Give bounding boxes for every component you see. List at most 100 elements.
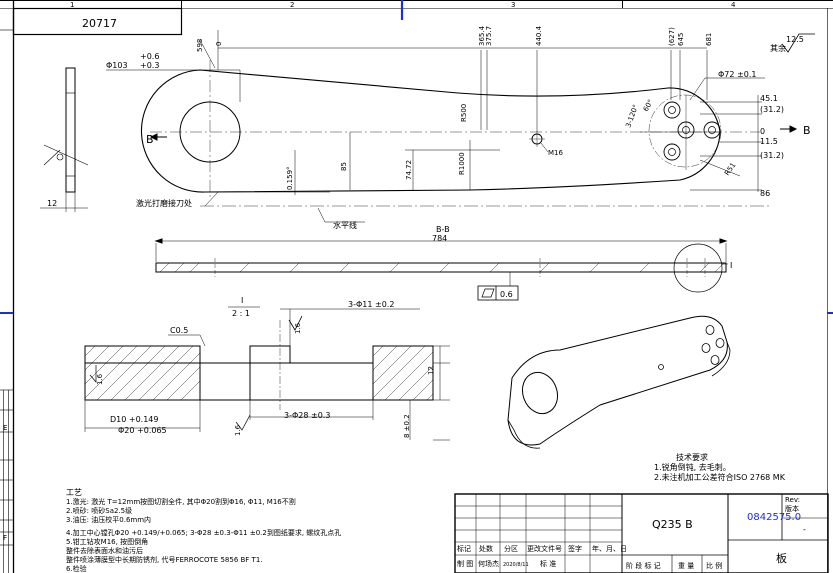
isometric-bore [521, 371, 559, 415]
stage-mark: 阶 段 标 记 [626, 561, 661, 570]
dim-159: 0.159° [286, 166, 294, 190]
detail-circle [673, 243, 723, 293]
tech-requirements: 技术要求 1.锐角倒钝, 去毛刺。 2.未注机加工公差符合ISO 2768 MK [654, 452, 786, 482]
process-step-6: 整件去除表面水和油污后 [66, 546, 143, 555]
header-zone: 分区 [504, 544, 518, 553]
hole-a [663, 101, 681, 119]
section-marker-right: B [803, 124, 811, 137]
row-date: 2020/8/11 [503, 562, 529, 568]
zone-number-3: 3 [511, 1, 515, 9]
left-revision-strip [0, 389, 13, 573]
detail-roughness-left: 1.6 [96, 373, 104, 385]
hole-d [663, 143, 681, 161]
isometric-body [507, 315, 728, 446]
detail-depth-8: 8 ±0.2 [403, 414, 411, 438]
dim-312b: (31.2) [760, 151, 784, 160]
note-laser: 激光打磨接刀处 [136, 198, 192, 208]
roughness-other-label: 其余 [770, 43, 786, 53]
tech-requirement-2: 2.未注机加工公差符合ISO 2768 MK [654, 472, 786, 482]
dim-681: 681 [705, 33, 713, 46]
side-view-thickness: 12 [47, 199, 57, 208]
drawing-code: 0842575.0 [747, 512, 801, 523]
section-bb-title: B-B [436, 225, 450, 234]
detail-view [84, 306, 450, 441]
lever-outline [140, 69, 721, 193]
title-block-text: Q235 B 0842575.0 板 Rev: 版本 - 标记 处数 分区 更改… [457, 496, 806, 570]
main-view [106, 30, 798, 223]
dim-627: (627) [668, 27, 676, 46]
stage-weight: 重 量 [678, 562, 694, 570]
process-title: 工艺 [66, 488, 82, 497]
side-mark-e: E [3, 424, 7, 432]
note-horizontal: 水平线 [333, 220, 357, 230]
detail-chamfer: C0.5 [170, 326, 188, 335]
zone-number-1: 1 [70, 1, 74, 9]
section-bb-profile [155, 262, 727, 273]
tech-requirements-title: 技术要求 [676, 452, 708, 462]
roughness-other-value: 12.5 [786, 35, 804, 44]
drawing-number-box: 20717 [12, 7, 183, 36]
roughness-other: 12.5 其余 [770, 33, 815, 53]
detail-section-profile [84, 345, 434, 401]
dim-72: Φ72 ±0.1 [718, 70, 756, 79]
part-name: 板 [776, 551, 787, 565]
dim-365: 365.4 [478, 25, 486, 46]
flatness-value: 0.6 [500, 290, 513, 299]
dim-312a: (31.2) [760, 105, 784, 114]
detail-roughness-top: 1.6 [294, 322, 302, 334]
section-bb [154, 238, 728, 301]
dim-r51: R51 [723, 161, 737, 177]
detail-title: I [241, 296, 243, 305]
hole-c [703, 121, 721, 139]
rev-value: - [803, 525, 806, 534]
process-step-7: 整件喷涂薄膜型中长期防锈剂, 代号FERROCOTE 5856 BF T1. [66, 555, 263, 564]
side-view: 12 [40, 67, 89, 212]
zone-number-2: 2 [290, 1, 294, 9]
dim-0-right: 0 [760, 127, 765, 136]
detail-roughness-bottom: 1.6 [234, 424, 242, 436]
detail-scale: 2 : 1 [232, 309, 250, 318]
material: Q235 B [652, 518, 693, 531]
bore-tol-upper: +0.6 [140, 52, 159, 61]
main-view-dims: B B +0.6 +0.3 Φ103 598 0 365.4 375.7 440… [106, 25, 811, 230]
detail-view-text: I 2 : 1 3-Φ11 ±0.2 C0.5 1.6 1.6 1.6 D10 … [96, 296, 435, 438]
detail-d20: Φ20 +0.065 [118, 426, 167, 435]
bore-tol-lower: +0.3 [140, 61, 159, 70]
dim-115: 11.5 [760, 137, 778, 146]
detail-holes-11: 3-Φ11 ±0.2 [348, 300, 394, 309]
section-bb-text: B-B 784 I 0.6 [432, 225, 732, 299]
title-block [454, 493, 829, 573]
dim-85: 85 [340, 162, 348, 171]
dim-m16: M16 [548, 149, 563, 157]
section-marker-left: B [146, 133, 154, 146]
dim-86: 86 [760, 189, 770, 198]
header-mark: 标记 [457, 544, 471, 553]
dim-r500: R500 [460, 104, 468, 122]
process-step-4: 4.加工中心镗孔Φ20 +0.149/+0.065; 3-Φ28 ±0.3-Φ1… [66, 528, 341, 537]
zone-number-4: 4 [731, 1, 736, 9]
dim-r1000: R1000 [458, 152, 466, 175]
rev-label: Rev: [785, 496, 800, 504]
version-label: 版本 [785, 504, 799, 513]
dim-598: 598 [196, 39, 204, 52]
isometric-view [507, 315, 731, 449]
process-step-1: 1.激光: 激光 T=12mm按图切割全件, 其中Φ20割到Φ16, Φ11, … [66, 497, 296, 506]
stage-scale: 比 例 [706, 561, 722, 570]
detail-holes-28: 3-Φ28 ±0.3 [284, 411, 330, 420]
drawing-number: 20717 [82, 17, 117, 30]
dim-7472: 74.72 [405, 160, 413, 180]
row-standard: 标 准 [540, 559, 556, 568]
process-step-5: 5.钳工钻攻M16, 按图倒角 [66, 537, 148, 546]
detail-d10: D10 +0.149 [110, 415, 159, 424]
process-step-2: 2.喷砂: 喷砂Sa2.5级 [66, 506, 132, 515]
dim-645: 645 [677, 33, 685, 46]
dim-120: 3-120° [624, 104, 640, 129]
bore-dia: Φ103 [106, 61, 128, 70]
tech-requirement-1: 1.锐角倒钝, 去毛刺。 [654, 462, 731, 472]
header-sign: 签字 [568, 544, 582, 553]
header-change-doc: 更改文件号 [527, 544, 562, 553]
dim-0-top: 0 [215, 42, 223, 46]
detail-marker: I [730, 261, 732, 270]
